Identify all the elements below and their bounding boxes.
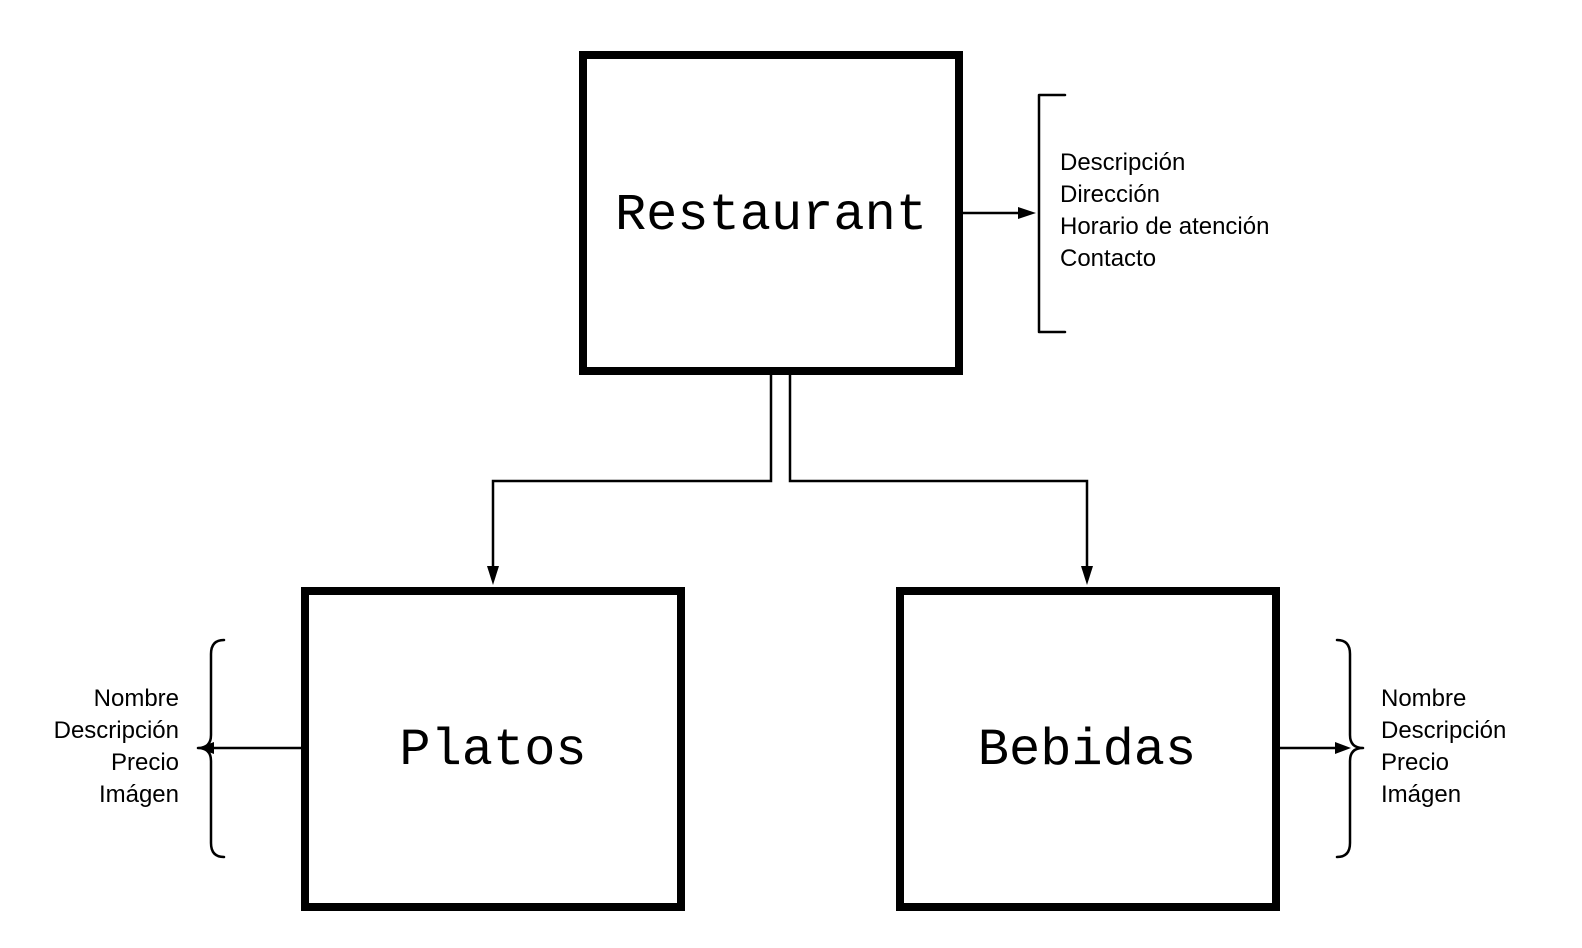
restaurant-attribute-item: Contacto bbox=[1060, 245, 1156, 272]
bebidas-title: Bebidas bbox=[978, 721, 1196, 780]
restaurant-attribute-item: Dirección bbox=[1060, 181, 1160, 208]
restaurant-to-bebidas-connector bbox=[788, 375, 1093, 585]
restaurant-attributes-connector bbox=[963, 207, 1036, 219]
platos-attribute-item: Imágen bbox=[99, 781, 179, 808]
platos-attributes-list: Nombre Descripción Precio Imágen bbox=[54, 685, 179, 808]
platos-attributes-brace bbox=[196, 638, 226, 859]
bebidas-attributes-list: Nombre Descripción Precio Imágen bbox=[1381, 685, 1506, 808]
restaurant-to-bebidas-arrowhead bbox=[1081, 566, 1093, 585]
platos-attributes-arrowhead bbox=[198, 742, 214, 754]
node-platos: Platos bbox=[301, 587, 685, 911]
platos-title: Platos bbox=[399, 721, 586, 780]
restaurant-to-platos-connector bbox=[487, 375, 773, 585]
restaurant-attribute-item: Descripción bbox=[1060, 149, 1185, 176]
platos-attribute-item: Descripción bbox=[54, 717, 179, 744]
restaurant-to-bebidas-line bbox=[788, 375, 1089, 568]
bebidas-box bbox=[896, 587, 1280, 911]
bebidas-attributes-connector bbox=[1280, 742, 1351, 754]
restaurant-attributes-arrowhead bbox=[1018, 207, 1036, 219]
node-bebidas: Bebidas bbox=[896, 587, 1280, 911]
bebidas-attributes-arrowhead bbox=[1335, 742, 1351, 754]
platos-attributes-connector bbox=[198, 742, 301, 754]
restaurant-attributes-bracket bbox=[1037, 93, 1067, 334]
bebidas-attribute-item: Descripción bbox=[1381, 717, 1506, 744]
restaurant-box bbox=[579, 51, 963, 375]
restaurant-attribute-item: Horario de atención bbox=[1060, 213, 1269, 240]
restaurant-attributes-list: Descripción Dirección Horario de atenció… bbox=[1060, 149, 1269, 272]
platos-attribute-item: Nombre bbox=[94, 685, 179, 712]
restaurant-title: Restaurant bbox=[615, 186, 927, 245]
bebidas-attribute-item: Nombre bbox=[1381, 685, 1466, 712]
bebidas-attribute-item: Imágen bbox=[1381, 781, 1461, 808]
node-restaurant: Restaurant bbox=[579, 51, 963, 375]
platos-attribute-item: Precio bbox=[111, 749, 179, 776]
platos-box bbox=[301, 587, 685, 911]
restaurant-to-platos-line bbox=[491, 375, 773, 568]
bebidas-attributes-brace bbox=[1335, 638, 1365, 859]
bebidas-attribute-item: Precio bbox=[1381, 749, 1449, 776]
restaurant-to-platos-arrowhead bbox=[487, 566, 499, 585]
